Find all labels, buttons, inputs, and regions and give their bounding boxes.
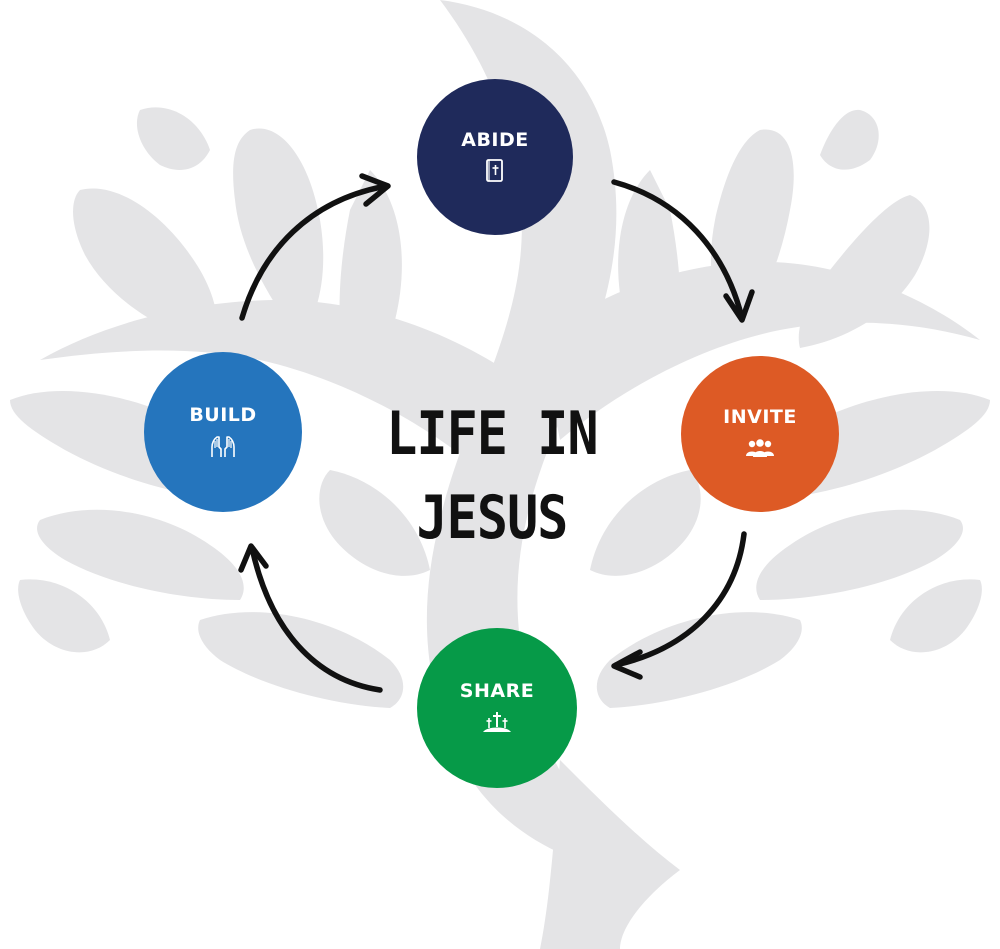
diagram-title: LIFE IN JESUS: [386, 399, 598, 553]
node-build[interactable]: BUILD: [144, 352, 302, 512]
arrow-share-to-build: [249, 545, 383, 693]
arrowhead-build-to-abide: [359, 173, 391, 207]
node-invite[interactable]: INVITE: [681, 356, 839, 512]
node-share-label: SHARE: [459, 680, 535, 702]
node-share[interactable]: SHARE: [417, 628, 577, 788]
people-icon: [744, 434, 776, 462]
praying-hands-icon: [207, 432, 239, 460]
crosses-icon: [481, 708, 513, 736]
arrow-abide-to-invite: [611, 179, 745, 321]
arrow-build-to-abide: [239, 183, 389, 321]
node-abide-label: ABIDE: [461, 129, 529, 151]
arrow-invite-to-share: [613, 531, 747, 668]
arrowhead-invite-to-share: [611, 649, 643, 680]
arrowhead-abide-to-invite: [723, 289, 755, 323]
node-abide[interactable]: ABIDE: [417, 79, 573, 235]
arrowhead-share-to-build: [238, 543, 269, 573]
bible-icon: [479, 157, 511, 185]
node-build-label: BUILD: [189, 404, 257, 426]
node-invite-label: INVITE: [723, 406, 797, 428]
